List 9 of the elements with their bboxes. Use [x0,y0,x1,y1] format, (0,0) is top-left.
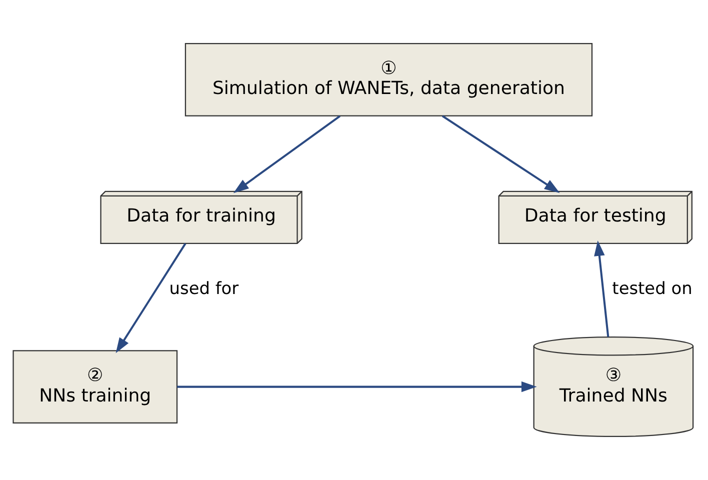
edge-label: tested on [612,278,692,298]
arrow [594,240,610,338]
arrow [116,243,186,354]
arrow [442,115,560,193]
edge-label: used for [169,278,239,298]
node-box: ② NNs training [12,350,178,424]
node-box: ① Simulation of WANETs, data generation [184,42,593,116]
arrow [177,381,537,392]
arrow [233,115,341,194]
